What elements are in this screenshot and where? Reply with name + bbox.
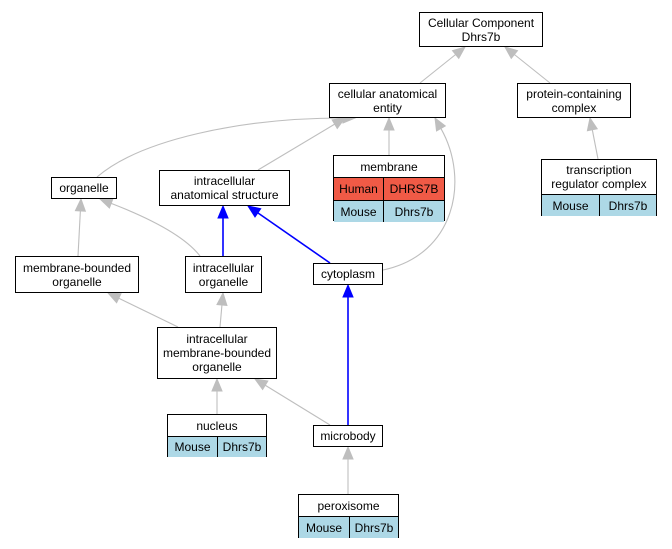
gene-cell: Dhrs7b — [218, 437, 266, 457]
edge-intracellular-membrane-bounded-organelle-to-membrane-bounded-organelle — [118, 297, 179, 328]
node-title: organelle — [59, 181, 109, 195]
arrowhead-icon — [246, 205, 262, 218]
arrowhead-icon — [503, 46, 519, 60]
node-protein-containing-complex[interactable]: protein-containing complex — [517, 83, 631, 118]
edge-cytoplasm-to-intracellular-anatomical-structure — [257, 212, 331, 264]
arrowhead-icon — [74, 197, 87, 212]
node-title: nucleus — [196, 418, 238, 433]
arrowhead-icon — [217, 204, 229, 219]
edge-membrane-bounded-organelle-to-organelle — [77, 210, 81, 257]
arrowhead-icon — [98, 198, 114, 209]
annotation-row: Mouse Dhrs7b — [168, 436, 266, 457]
edge-protein-containing-complex-to-cellular-component — [514, 54, 551, 84]
gene-cell: Dhrs7b — [350, 517, 398, 538]
node-title: Cellular Component Dhrs7b — [427, 15, 535, 44]
node-title: intracellular anatomical structure — [170, 174, 279, 202]
edge-intracellular-membrane-bounded-organelle-to-intracellular-organelle — [219, 304, 223, 328]
arrowhead-icon — [216, 291, 228, 306]
node-transcription-regulator-complex[interactable]: transcription regulator complex Mouse Dh… — [541, 159, 657, 216]
node-intracellular-organelle[interactable]: intracellular organelle — [185, 256, 262, 293]
node-organelle[interactable]: organelle — [51, 177, 117, 199]
node-title: peroxisome — [317, 498, 380, 513]
edge-cytoplasm-to-cellular-anatomical-entity — [382, 128, 456, 271]
node-title: intracellular membrane-bounded organelle — [162, 332, 272, 374]
arrowhead-icon — [211, 377, 223, 392]
node-title: protein-containing complex — [526, 86, 622, 115]
node-title: membrane — [360, 159, 418, 174]
node-title: cellular anatomical entity — [337, 86, 438, 115]
annotation-row: Mouse Dhrs7b — [299, 516, 398, 538]
node-title: transcription regulator complex — [551, 163, 647, 191]
species-cell: Mouse — [299, 517, 350, 538]
edge-microbody-to-intracellular-membrane-bounded-organelle — [264, 384, 331, 426]
node-microbody[interactable]: microbody — [313, 425, 383, 447]
annotation-row: Mouse Dhrs7b — [542, 194, 656, 216]
edge-transcription-regulator-complex-to-protein-containing-complex — [591, 129, 599, 160]
edge-cellular-anatomical-entity-to-cellular-component — [419, 54, 456, 84]
edge-intracellular-anatomical-structure-to-cellular-anatomical-entity — [257, 123, 335, 171]
node-title: cytoplasm — [320, 267, 376, 281]
arrowhead-icon — [586, 116, 599, 132]
node-cellular-anatomical-entity[interactable]: cellular anatomical entity — [329, 83, 446, 118]
arrowhead-icon — [342, 283, 354, 298]
arrowhead-icon — [451, 46, 467, 60]
arrowhead-icon — [383, 116, 395, 131]
node-title: membrane-bounded organelle — [22, 260, 132, 289]
node-title: intracellular organelle — [192, 260, 255, 289]
node-membrane-bounded-organelle[interactable]: membrane-bounded organelle — [15, 256, 139, 293]
node-title: microbody — [320, 429, 376, 443]
gene-cell: Dhrs7b — [384, 201, 444, 222]
node-membrane[interactable]: membrane Human DHRS7B Mouse Dhrs7b — [333, 155, 445, 222]
species-cell: Mouse — [334, 201, 384, 222]
node-intracellular-membrane-bounded-organelle[interactable]: intracellular membrane-bounded organelle — [157, 327, 277, 379]
arrowhead-icon — [253, 378, 269, 391]
species-cell: Mouse — [168, 437, 218, 457]
species-cell: Mouse — [542, 195, 600, 216]
node-nucleus[interactable]: nucleus Mouse Dhrs7b — [167, 414, 267, 457]
arrowhead-icon — [342, 445, 354, 460]
node-cytoplasm[interactable]: cytoplasm — [313, 263, 383, 285]
annotation-row: Mouse Dhrs7b — [334, 200, 444, 222]
gene-cell: DHRS7B — [384, 178, 444, 200]
arrowhead-icon — [434, 116, 447, 132]
node-cellular-component[interactable]: Cellular Component Dhrs7b — [419, 12, 543, 47]
edge-intracellular-organelle-to-organelle — [110, 202, 201, 257]
edge-organelle-to-cellular-anatomical-entity — [96, 117, 344, 178]
gene-cell: Dhrs7b — [600, 195, 656, 216]
arrowhead-icon — [106, 292, 122, 304]
species-cell: Human — [334, 178, 384, 200]
node-intracellular-anatomical-structure[interactable]: intracellular anatomical structure — [159, 170, 290, 206]
arrowhead-icon — [331, 117, 347, 130]
node-peroxisome[interactable]: peroxisome Mouse Dhrs7b — [298, 494, 399, 538]
annotation-row: Human DHRS7B — [334, 177, 444, 200]
